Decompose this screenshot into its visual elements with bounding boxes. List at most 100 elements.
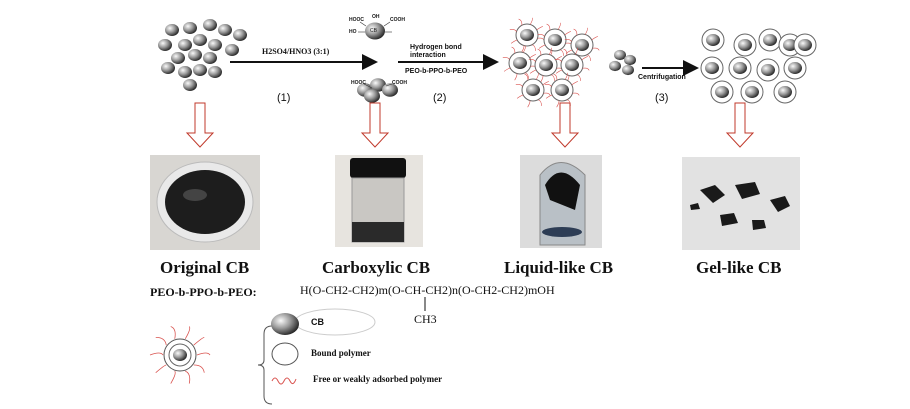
polymer-chain xyxy=(546,23,551,31)
cb-particle xyxy=(233,29,247,41)
polymer-chain xyxy=(184,326,191,340)
polymer-chain xyxy=(532,44,536,51)
polymer-chain xyxy=(193,336,205,346)
gel-like-cb-cluster xyxy=(700,28,817,104)
polymer-chain xyxy=(537,34,545,37)
polymer-chain xyxy=(582,67,590,71)
polymer-chain xyxy=(149,352,164,356)
polymer-chain xyxy=(551,74,555,81)
polymer-chain xyxy=(555,69,563,74)
cb-particle xyxy=(778,86,792,98)
cb-particle xyxy=(365,22,385,40)
group-cooh-lower: COOH xyxy=(392,80,407,86)
polymer-chain xyxy=(155,364,167,373)
polymer-chain xyxy=(548,47,552,55)
polymer-chain xyxy=(560,49,564,56)
photo-liquid-like-cb xyxy=(520,155,602,248)
step2-text: Hydrogen bond interaction xyxy=(410,44,462,59)
polymer-chain xyxy=(529,17,533,25)
polymer-chain xyxy=(509,29,517,32)
polymer-chain xyxy=(170,370,176,384)
label-liquid-like-cb: Liquid-like CB xyxy=(504,258,614,277)
polymer-chain xyxy=(554,59,562,62)
polymer-chain xyxy=(524,73,529,81)
cb-particle xyxy=(761,64,775,76)
cb-particle xyxy=(788,62,802,74)
cb-particle xyxy=(178,39,192,51)
polymer-chain xyxy=(592,47,600,51)
polymer-chain xyxy=(185,370,191,384)
cb-particle xyxy=(203,19,217,31)
cb-particle xyxy=(548,34,562,46)
formula-name: PEO-b-PPO-b-PEO: xyxy=(150,285,257,299)
polymer-chain xyxy=(543,92,551,96)
cb-particle xyxy=(188,49,202,61)
step3-number: (3) xyxy=(655,92,669,104)
polymer-chain xyxy=(510,39,518,44)
liquid-like-cb-cluster xyxy=(502,17,636,108)
polymer-chain xyxy=(584,27,588,35)
polymer-chain xyxy=(529,69,537,74)
polymer-chain xyxy=(587,54,591,61)
polymer-chain xyxy=(564,72,568,80)
polymer-chain xyxy=(518,18,523,26)
formula-structure: H(O-CH2-CH2)m(O-CH-CH2)n(O-CH2-CH2)mOH xyxy=(300,283,555,297)
group-hooc-lower: HOOC xyxy=(351,80,366,86)
photo-carboxylic-cb xyxy=(335,155,423,247)
cb-particle xyxy=(783,39,797,51)
cb-particle xyxy=(203,52,217,64)
cb-particle xyxy=(706,34,720,46)
cb-particle xyxy=(565,59,579,71)
transition-down-arrow xyxy=(185,102,215,148)
polymer-chain xyxy=(170,326,176,339)
legend-cb-icon xyxy=(271,313,299,335)
cb-particle xyxy=(158,39,172,51)
cb-particle xyxy=(513,57,527,69)
polymer-chain xyxy=(514,73,518,81)
polymer-chain xyxy=(537,37,545,41)
cb-particle xyxy=(738,39,752,51)
polymer-chain xyxy=(544,84,552,87)
cb-particle xyxy=(193,34,207,46)
cb-particle xyxy=(555,84,569,96)
polymer-chain xyxy=(571,81,579,86)
group-oh: OH xyxy=(372,14,380,20)
original-cb-cluster xyxy=(158,19,247,91)
polymer-chain xyxy=(574,47,578,55)
cb-particle xyxy=(225,44,239,56)
photo-original-cb xyxy=(150,155,260,250)
cb-particle xyxy=(609,60,621,72)
polymer-chain xyxy=(525,72,529,79)
polymer-chain xyxy=(522,45,526,53)
cb-particle xyxy=(183,22,197,34)
polymer-chain xyxy=(556,100,560,108)
cb-particle xyxy=(526,84,540,96)
polymer-chain xyxy=(563,48,568,56)
legend-bound-polymer-label: Bound polymer xyxy=(311,348,371,358)
legend-free-polymer-label: Free or weakly adsorbed polymer xyxy=(313,374,443,384)
cb-particle xyxy=(165,24,179,36)
cb-particle xyxy=(370,78,386,92)
polymer-chain xyxy=(529,54,537,59)
cb-particle xyxy=(763,34,777,46)
polymer-chain xyxy=(527,100,531,108)
polymer-chain xyxy=(591,36,599,41)
cb-particle xyxy=(208,39,222,51)
polymer-chain xyxy=(542,81,550,86)
polymer-chain xyxy=(577,74,581,81)
polymer-chain xyxy=(564,39,572,42)
cb-particle xyxy=(539,59,553,71)
polymer-chain xyxy=(540,75,544,83)
cb-particle xyxy=(183,79,197,91)
polymer-chain xyxy=(545,94,553,99)
polymer-chain xyxy=(155,336,167,346)
cb-particle xyxy=(733,62,747,74)
polymer-chain xyxy=(535,72,539,80)
label-original-cb: Original CB xyxy=(160,258,250,277)
polymer-chain xyxy=(581,56,589,61)
cb-particle xyxy=(193,64,207,76)
cb-particle xyxy=(575,39,589,51)
group-hooc: HOOC xyxy=(349,17,364,23)
legend-bound-polymer-icon xyxy=(271,342,299,366)
